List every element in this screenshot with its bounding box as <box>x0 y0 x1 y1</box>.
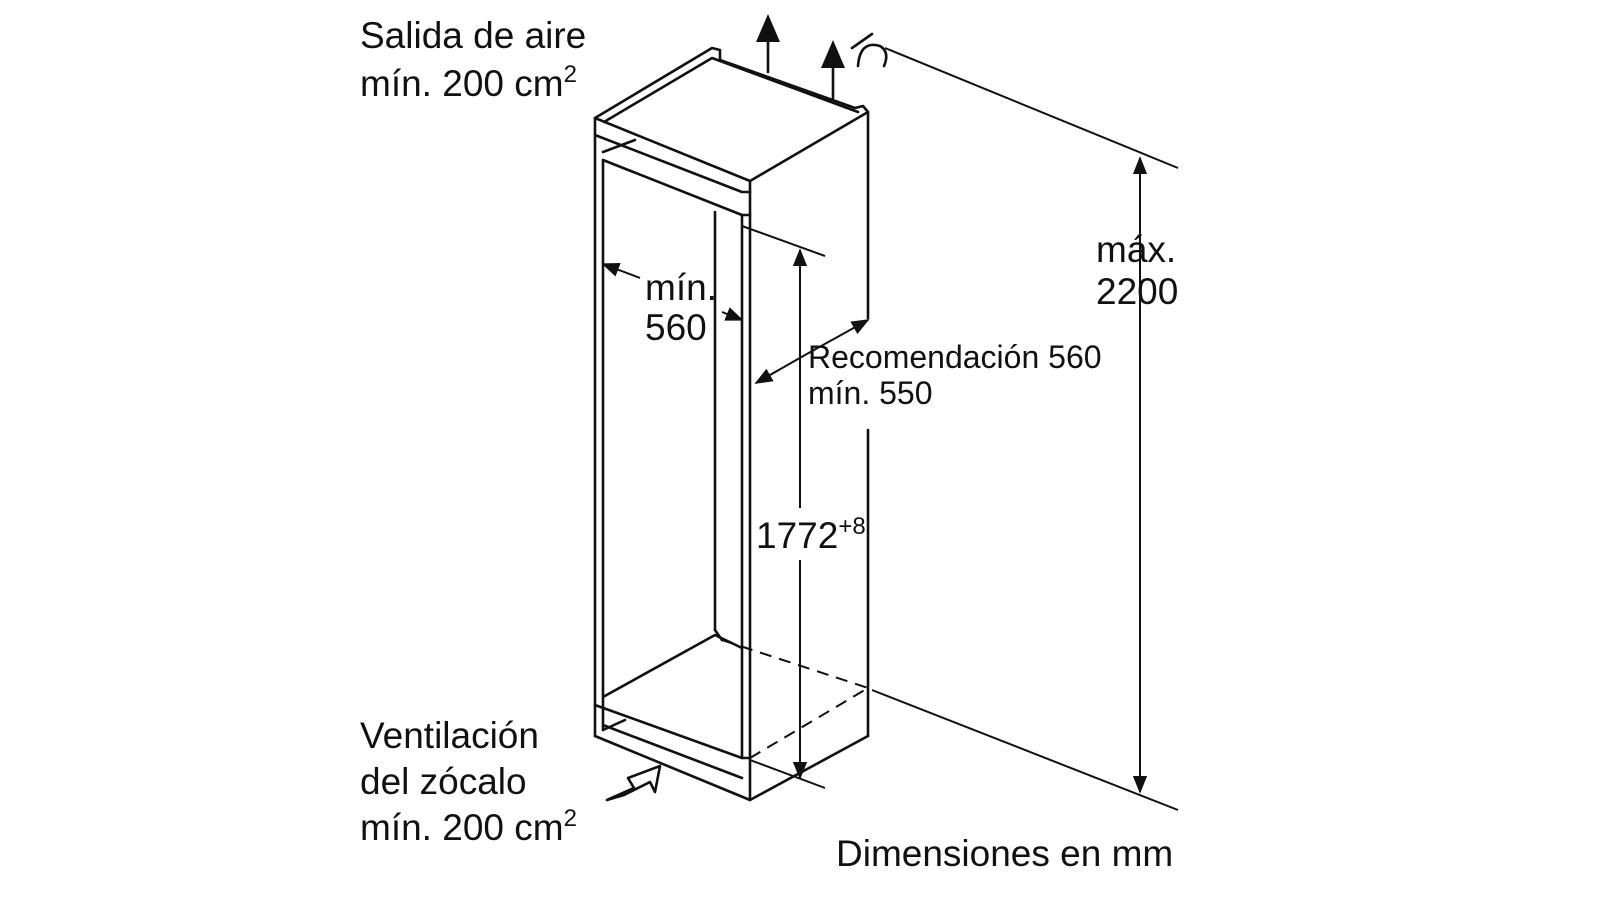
cabinet-niche <box>593 46 870 802</box>
bottom-outer-edge <box>593 734 870 802</box>
niche-height-dimension <box>741 225 826 789</box>
up-arrow-icon <box>756 14 845 100</box>
ceiling-symbol-arc <box>856 43 888 68</box>
ceiling-mount-icon <box>850 32 888 68</box>
plinth-inner-shelf <box>601 718 627 732</box>
depth-arrow-right <box>804 319 870 356</box>
depth-label-line1: Recomendación 560 <box>808 339 1102 375</box>
niche-height-label: 1772+8 <box>756 513 866 556</box>
air-outlet-arrowhead-1 <box>756 14 780 42</box>
niche-height-tolerance: +8 <box>838 513 865 540</box>
bottom-shelf <box>601 633 744 699</box>
max-height-dimension <box>871 47 1179 811</box>
niche-height-top-extension <box>741 225 826 257</box>
hollow-arrow-icon <box>605 764 662 802</box>
plinth-inlet-arrow-outline <box>605 764 662 802</box>
units-caption: Dimensiones en mm <box>836 833 1173 874</box>
max-height-bottom-extension <box>871 689 1179 811</box>
max-height-top-extension <box>884 47 1179 169</box>
ceiling-symbol-dash <box>850 32 874 50</box>
width-arrow-right <box>721 307 744 321</box>
air-outlet-area-text: mín. 200 cm <box>360 63 564 104</box>
cabinet-top-inner-edge <box>602 56 860 124</box>
bottom-plinth-front <box>593 703 752 760</box>
max-height-label-line2: 2200 <box>1096 271 1178 312</box>
air-outlet-area-superscript: 2 <box>564 61 577 88</box>
depth-dimension <box>754 319 870 384</box>
air-outlet-arrowhead-2 <box>821 40 845 68</box>
width-arrow-left <box>601 262 641 279</box>
width-dimension <box>601 262 744 321</box>
max-height-label-line1: máx. <box>1096 229 1176 270</box>
cabinet-top-back-edge <box>593 46 870 183</box>
depth-label-line2: mín. 550 <box>808 375 933 411</box>
top-front-panel <box>593 133 752 194</box>
niche-height-value: 1772 <box>756 515 838 556</box>
plinth-area-superscript: 2 <box>564 805 577 832</box>
width-label-line1: mín. <box>645 267 717 308</box>
niche-height-bottom-extension <box>749 759 826 789</box>
air-outlet-label-line1: Salida de aire <box>360 15 586 56</box>
width-label-line2: 560 <box>645 307 707 348</box>
depth-arrow-left <box>754 354 806 384</box>
hidden-floor-edge-front <box>749 687 869 759</box>
plinth-label-line2: del zócalo <box>360 761 527 802</box>
plinth-label-line3: mín. 200 cm2 <box>360 805 577 848</box>
air-outlet-label-line2: mín. 200 cm2 <box>360 61 577 104</box>
top-front-panel-lower <box>601 158 744 217</box>
hidden-floor-edge-back <box>721 639 869 689</box>
plinth-area-text: mín. 200 cm <box>360 807 564 848</box>
plinth-label-line1: Ventilación <box>360 715 539 756</box>
top-panel-inner-shelf <box>601 138 637 154</box>
bottom-plinth-lower <box>601 723 744 780</box>
